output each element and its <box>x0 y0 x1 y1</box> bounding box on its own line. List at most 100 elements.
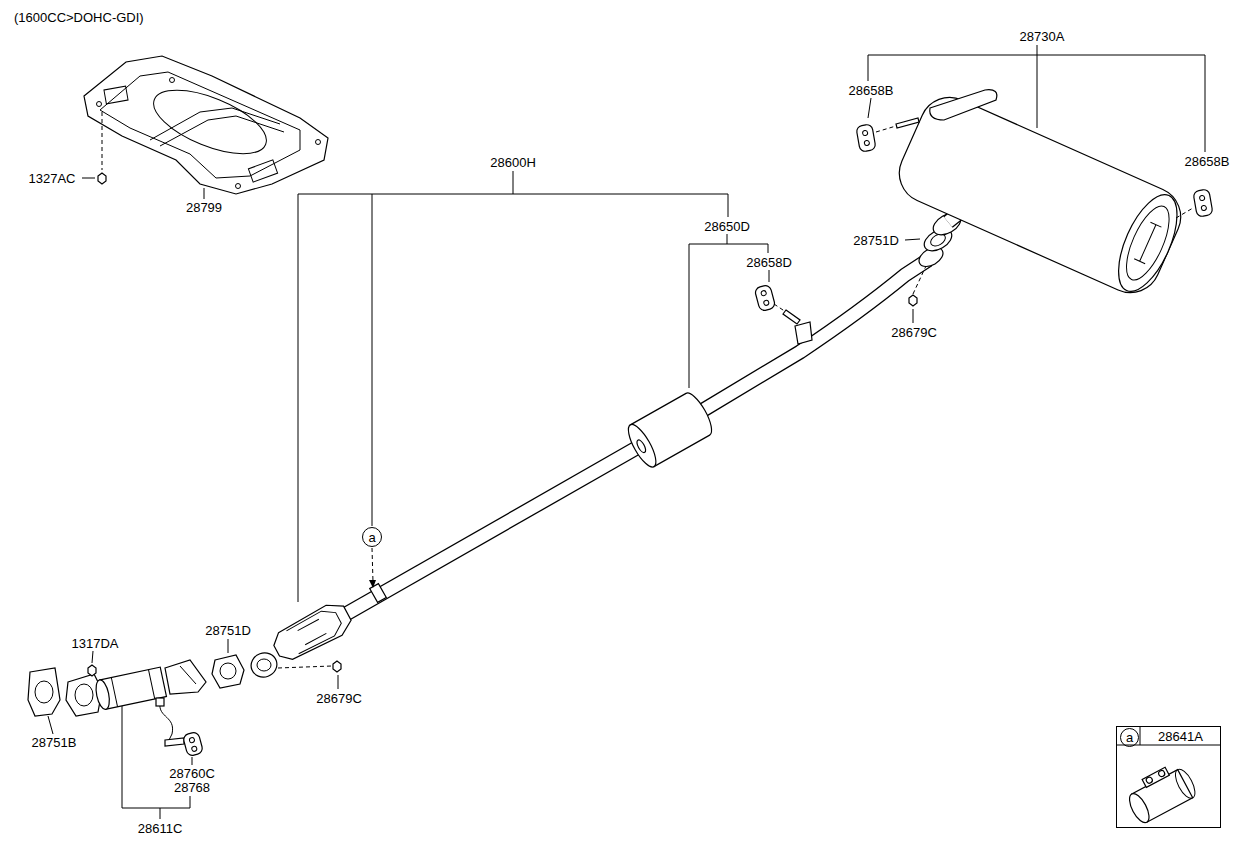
callout-number: 28658D <box>746 256 792 269</box>
dash-line <box>774 304 786 312</box>
callout-circle: a <box>1120 728 1139 747</box>
bracket-line <box>122 706 190 819</box>
rubber-hanger <box>754 284 776 311</box>
inset-box: 28641A a <box>1116 726 1221 828</box>
dash-line <box>102 112 103 170</box>
leader-line <box>192 757 193 765</box>
callout-number: 28768 <box>174 781 210 794</box>
callout-number: 28751B <box>32 736 77 749</box>
clamp-end <box>1126 791 1153 826</box>
hanger-body <box>754 284 776 311</box>
pipe-clamp <box>1122 759 1199 825</box>
callout-letter: a <box>1126 731 1133 744</box>
hanger-hole <box>763 300 769 306</box>
gasket <box>212 655 244 688</box>
hanger-rod <box>165 738 184 746</box>
heat-shield-outline <box>84 56 328 194</box>
callout-number: 28650D <box>704 220 750 233</box>
callout-number: 28751D <box>205 624 251 637</box>
nut <box>909 295 917 306</box>
muffler-end <box>1107 187 1189 300</box>
part-number: 28641A <box>1141 730 1220 743</box>
callout-number: 1317DA <box>72 637 119 650</box>
hanger-body <box>1193 189 1213 217</box>
bolt-hole <box>316 140 321 145</box>
callout-number: 28679C <box>891 326 937 339</box>
leader-line <box>228 639 229 653</box>
nut <box>88 665 96 676</box>
flange-edge <box>180 666 196 684</box>
leader-line <box>92 651 93 663</box>
gasket <box>28 668 60 716</box>
gasket-hole <box>220 663 236 679</box>
converter-end <box>94 679 112 711</box>
resonator <box>623 389 716 470</box>
pipe <box>346 446 640 614</box>
muffler-end-rim <box>1118 200 1178 285</box>
nut <box>333 661 341 672</box>
leader-line <box>769 270 770 282</box>
callout-number: 28679C <box>316 692 362 705</box>
sensor-wire <box>160 703 173 742</box>
converter-rib <box>286 606 345 655</box>
dash-line <box>372 548 373 582</box>
rubber-hanger <box>182 731 203 756</box>
dash-line <box>876 126 896 132</box>
callout-number: 1327AC <box>29 172 76 185</box>
callout-number: 28751D <box>853 234 899 247</box>
resonator-inlet <box>635 439 647 454</box>
leader-line <box>868 98 871 118</box>
leader-line <box>204 188 205 199</box>
callout-number: 28611C <box>138 822 183 835</box>
converter-shell <box>269 598 356 666</box>
rubber-hanger <box>856 124 876 152</box>
flange <box>248 649 281 680</box>
callout-number: 28658B <box>849 84 894 97</box>
hanger-hole <box>191 746 197 752</box>
bracket-line <box>298 171 728 602</box>
callout-number: 28658B <box>1185 155 1230 168</box>
flange-hole <box>75 684 93 706</box>
pipe-joint <box>370 584 387 603</box>
bolt-hole <box>170 78 175 83</box>
catalytic-converter <box>269 598 356 666</box>
hanger-hole <box>1199 195 1205 201</box>
callout-number: 28760C <box>169 767 215 780</box>
clamp-nut <box>1158 770 1166 778</box>
front-converter <box>94 667 167 710</box>
pipe-bracket <box>795 322 812 344</box>
heat-shield <box>84 56 328 194</box>
bolt-hole <box>97 102 102 107</box>
hanger-body <box>856 124 876 152</box>
resonator-end <box>623 421 661 471</box>
oxygen-sensor <box>156 698 164 706</box>
hanger-hole <box>862 130 868 136</box>
hanger-body <box>182 731 203 756</box>
leader-line <box>913 309 914 323</box>
muffler <box>890 88 1191 302</box>
heat-shield-channel <box>160 116 284 146</box>
clamp-end <box>1171 766 1198 801</box>
bolt-hole <box>236 184 241 189</box>
pipe <box>346 446 640 614</box>
hanger-hole <box>761 290 767 296</box>
dash-line <box>278 666 332 668</box>
hanger-hole <box>1201 205 1207 211</box>
flange-hole <box>257 659 271 671</box>
heat-shield-pad <box>104 86 128 104</box>
callout-number: 28730A <box>1020 30 1065 43</box>
leader-line <box>905 239 920 240</box>
clamp-nut <box>1145 776 1153 784</box>
converter-rib <box>298 619 327 644</box>
arrow-head <box>369 580 376 588</box>
muffler-end-detail <box>1134 222 1161 263</box>
callout-letter: a <box>368 531 375 544</box>
flange <box>165 660 206 694</box>
hanger-hole <box>189 737 195 743</box>
diagram-title: (1600CC>DOHC-GDI) <box>14 11 144 24</box>
clamp-bolt <box>1142 767 1169 787</box>
leader-line <box>82 178 95 179</box>
hanger-hole <box>864 140 870 146</box>
muffler-body <box>890 88 1191 302</box>
